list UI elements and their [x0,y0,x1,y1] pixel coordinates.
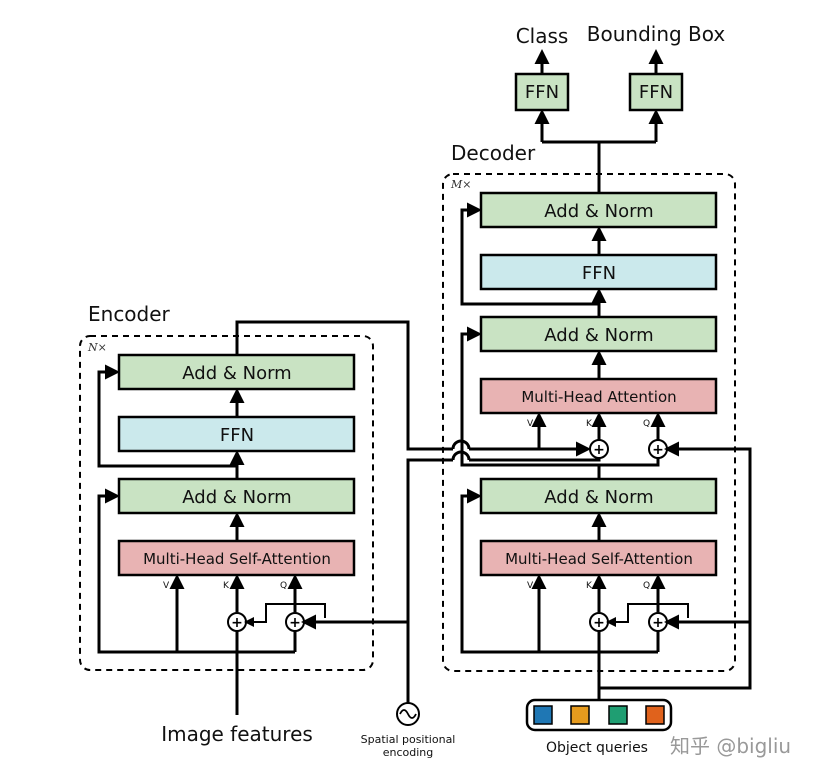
decoder-self-q-label: Q [643,581,650,591]
object-queries-label: Object queries [546,740,648,756]
decoder-cross-v-label: V [527,419,534,429]
image-features-label: Image features [161,722,313,746]
decoder-add-norm-mid-label: Add & Norm [544,325,653,346]
decoder-self-attention-label: Multi-Head Self-Attention [505,550,693,568]
object-queries-container [525,698,673,732]
decoder-add-norm-bottom-label: Add & Norm [544,487,653,508]
svg-text:+: + [652,442,664,458]
encoder-dashed-frame [79,335,374,671]
decoder-self-v-label: V [527,581,534,591]
encoder-k-label: K [223,581,230,591]
object-query-3 [608,705,628,725]
svg-text:+: + [593,615,605,631]
svg-text:+: + [289,615,301,631]
bounding-box-output-label: Bounding Box [587,22,726,46]
encoder-title: Encoder [88,302,171,326]
decoder-title: Decoder [451,141,536,165]
decoder-ffn-label: FFN [582,263,616,284]
spatial-encoding-label-1: Spatial positional [361,733,456,746]
svg-text:+: + [593,442,605,458]
encoder-self-attention [117,539,356,577]
decoder-cross-k-label: K [586,419,593,429]
decoder-self-k-label: K [586,581,593,591]
class-ffn-label: FFN [525,82,559,103]
object-query-4 [645,705,665,725]
object-query-2 [570,705,590,725]
encoder-v-label: V [163,581,170,591]
encoder-self-attention-label: Multi-Head Self-Attention [143,550,331,568]
decoder-repeat-label: M× [450,178,471,191]
encoder-q-label: Q [280,581,287,591]
encoder-repeat-label: N× [87,341,107,354]
class-output-label: Class [516,24,569,48]
watermark: 知乎 @bigliu [670,734,791,758]
object-query-1 [533,705,553,725]
spatial-encoding-label-2: encoding [383,746,434,759]
decoder-cross-attention-label: Multi-Head Attention [521,388,676,406]
bbox-ffn-label: FFN [639,82,673,103]
encoder-ffn-label: FFN [220,425,254,446]
svg-text:+: + [231,615,243,631]
decoder-dashed-frame [442,173,736,672]
encoder-add-norm-bottom-label: Add & Norm [182,487,291,508]
decoder-cross-q-label: Q [643,419,650,429]
encoder-add-norm-top-label: Add & Norm [182,363,291,384]
svg-text:+: + [652,615,664,631]
decoder-add-norm-top-label: Add & Norm [544,201,653,222]
